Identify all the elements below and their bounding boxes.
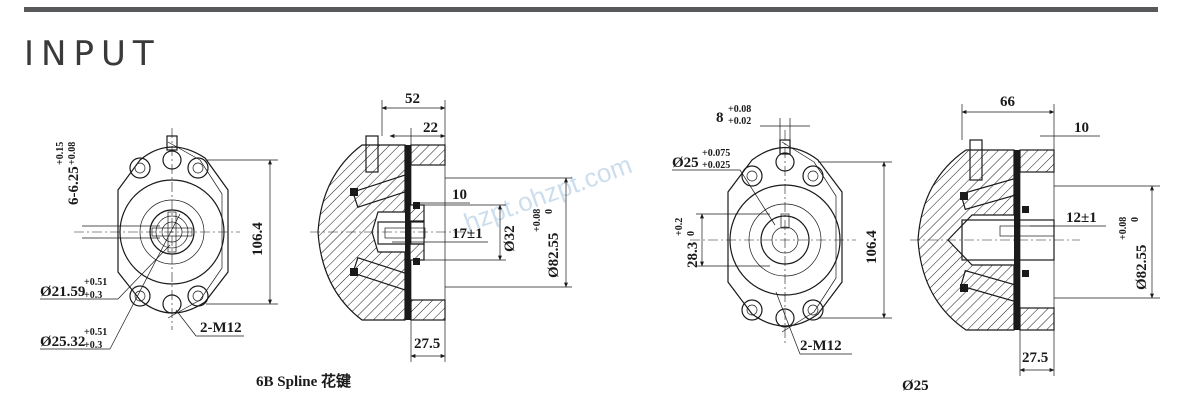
left-front-radial-dim: 6-6.25 — [66, 166, 82, 205]
left-section-depth: 27.5 — [414, 336, 440, 352]
left-section-pilot: Ø82.55 — [546, 233, 562, 278]
left-section-flange: 22 — [423, 120, 438, 136]
right-section-shoulder: 10 — [1074, 120, 1089, 136]
right-front-height: 106.4 — [864, 230, 880, 264]
header-rule — [24, 7, 1158, 12]
left-section-view: 52 22 10 17±1 Ø32 Ø82.55 +0.08 0 27.5 — [310, 91, 572, 362]
right-front-keyway-tol-upper: +0.2 — [674, 218, 685, 236]
right-front-shaft: Ø25 — [672, 155, 699, 171]
left-section-pilot-tol-upper: +0.08 — [532, 209, 543, 232]
left-caption: 6B Spline 花键 — [256, 372, 351, 390]
left-front-major-tol-upper: +0.51 — [84, 277, 107, 288]
left-front-height: 106.4 — [250, 222, 266, 256]
right-front-shaft-tol-lower: +0.025 — [702, 160, 730, 171]
section-title: INPUT — [24, 34, 161, 74]
left-front-view: 106.4 6-6.25 +0.15 +0.08 Ø21.59 +0.51 +0… — [40, 128, 278, 351]
right-front-key-tol-lower: +0.02 — [728, 116, 751, 127]
right-front-key: 8 — [716, 110, 724, 126]
right-section-view: 66 10 12±1 Ø82.55 +0.08 0 27.5 — [910, 94, 1160, 376]
right-front-shaft-tol-upper: +0.075 — [702, 148, 730, 159]
right-section-total: 66 — [1000, 94, 1016, 110]
right-section-pilot: Ø82.55 — [1134, 245, 1150, 290]
right-front-keyway: 28.3 — [685, 242, 701, 268]
left-section-shoulder: 10 — [452, 187, 467, 203]
right-section-depth: 27.5 — [1022, 350, 1048, 366]
right-front-keyway-tol-lower: 0 — [686, 231, 697, 236]
left-section-total: 52 — [405, 91, 420, 107]
right-section-pilot-tol-lower: 0 — [1130, 217, 1141, 222]
left-section-spline-len: 17±1 — [452, 226, 483, 242]
left-front-threads: 2-M12 — [200, 320, 242, 336]
right-front-key-tol-upper: +0.08 — [728, 104, 751, 115]
watermark: hzpt.ohzpt.com — [460, 149, 636, 237]
left-section-bore: Ø32 — [502, 225, 518, 252]
left-front-minor-dia: Ø25.32 — [40, 334, 85, 350]
right-section-pilot-tol-upper: +0.08 — [1118, 217, 1129, 240]
left-front-major-dia: Ø21.59 — [40, 284, 85, 300]
right-front-view: 8 +0.08 +0.02 Ø25 +0.075 +0.025 28.3 +0.… — [672, 104, 892, 355]
left-front-minor-tol-upper: +0.51 — [84, 327, 107, 338]
right-caption: Ø25 — [902, 378, 929, 394]
left-section-pilot-tol-lower: 0 — [544, 209, 555, 214]
left-front-radial-tol-lower: +0.08 — [67, 142, 78, 165]
left-front-minor-tol-lower: +0.3 — [84, 340, 102, 351]
right-front-threads: 2-M12 — [800, 338, 842, 354]
left-front-major-tol-lower: +0.3 — [84, 290, 102, 301]
right-section-key-len: 12±1 — [1066, 210, 1097, 226]
left-front-radial-tol-upper: +0.15 — [55, 142, 66, 165]
